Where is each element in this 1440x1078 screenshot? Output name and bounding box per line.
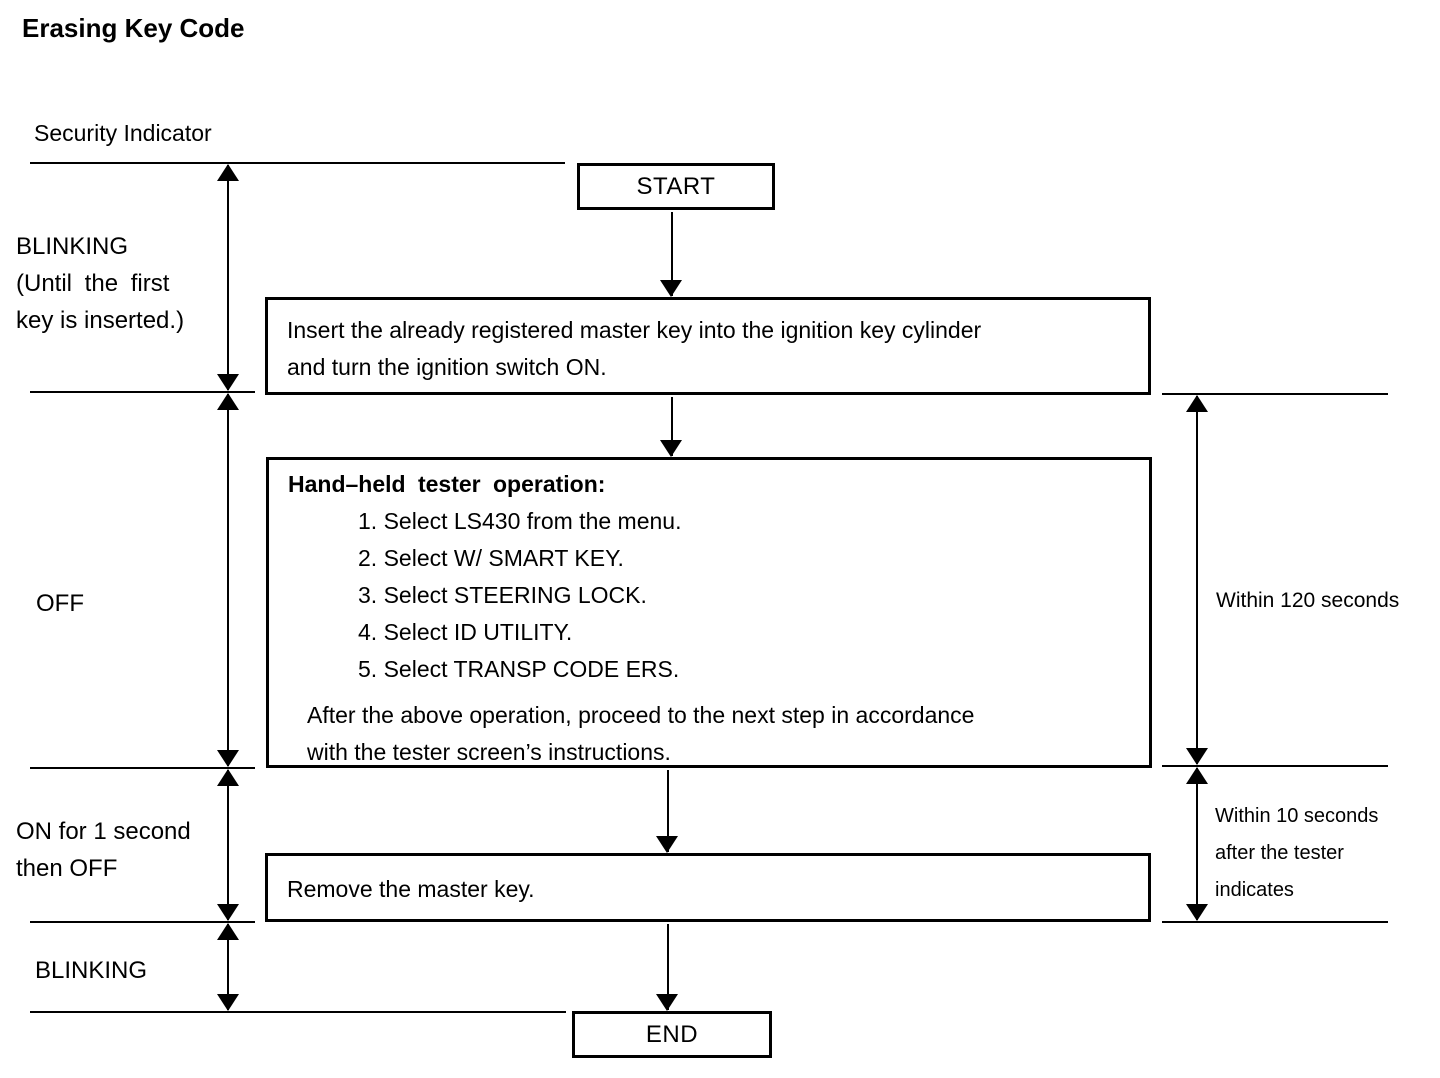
double-arrow-blinking-until-icon [217, 164, 239, 391]
timeline-rule-bottom [30, 1011, 566, 1013]
timeline-rule-2 [30, 391, 255, 393]
insert-key-step-box [265, 297, 1151, 395]
arrow-start-to-insert-icon [660, 212, 682, 297]
insert-key-step-line1: Insert the already registered master key… [287, 317, 982, 343]
tester-step-item-1: 1. Select LS430 from the menu. [358, 508, 682, 534]
remove-key-step-box [265, 853, 1151, 922]
tester-step-item-5: 5. Select TRANSP CODE ERS. [358, 656, 680, 682]
label-within-10-seconds-line3: indicates [1215, 879, 1294, 901]
timeline-rule-3 [30, 767, 255, 769]
arrow-remove-to-end-icon [656, 924, 678, 1011]
remove-key-step-text: Remove the master key. [287, 876, 535, 902]
label-blinking-until-line1: BLINKING [16, 233, 129, 260]
insert-key-step-line2: and turn the ignition switch ON. [287, 354, 607, 380]
label-within-10-seconds-line2: after the tester [1215, 842, 1344, 864]
label-blinking-until: BLINKING (Until the first key is inserte… [16, 228, 184, 339]
label-blinking-until-line2: (Until the first [16, 270, 170, 297]
tester-step-heading: Hand–held tester operation: [288, 471, 606, 497]
double-arrow-within-120s-icon [1186, 395, 1208, 765]
double-arrow-off-icon [217, 393, 239, 767]
page-title: Erasing Key Code [22, 13, 245, 43]
label-on-then-off-line2: then OFF [16, 855, 118, 882]
start-node: START [577, 163, 775, 210]
arrow-tester-to-remove-icon [656, 770, 678, 853]
timeline-rule-top [30, 162, 565, 164]
double-arrow-blinking-icon [217, 923, 239, 1011]
double-arrow-on-then-off-icon [217, 769, 239, 921]
timing-rule-3 [1162, 921, 1388, 923]
double-arrow-within-10s-icon [1186, 767, 1208, 921]
tester-step-item-2: 2. Select W/ SMART KEY. [358, 545, 624, 571]
tester-step-footer: After the above operation, proceed to th… [307, 697, 974, 771]
label-within-120-seconds: Within 120 seconds [1216, 589, 1400, 612]
label-within-10-seconds-line1: Within 10 seconds [1215, 805, 1379, 827]
security-indicator-label: Security Indicator [34, 120, 212, 146]
timeline-rule-4 [30, 921, 255, 923]
tester-step-footer-line2: with the tester screen’s instructions. [307, 739, 671, 765]
label-blinking-until-line3: key is inserted.) [16, 307, 185, 334]
label-on-then-off: ON for 1 second then OFF [16, 813, 191, 887]
tester-step-footer-line1: After the above operation, proceed to th… [307, 702, 975, 728]
label-within-10-seconds: Within 10 seconds after the tester indic… [1215, 798, 1378, 909]
tester-step-box [266, 457, 1152, 768]
end-node: END [572, 1011, 772, 1058]
tester-step-item-3: 3. Select STEERING LOCK. [358, 582, 647, 608]
tester-step-item-4: 4. Select ID UTILITY. [358, 619, 573, 645]
label-off: OFF [36, 590, 84, 617]
label-on-then-off-line1: ON for 1 second [16, 818, 191, 845]
insert-key-step-text: Insert the already registered master key… [287, 312, 981, 386]
label-blinking: BLINKING [35, 957, 148, 984]
timing-rule-1 [1162, 393, 1388, 395]
arrow-insert-to-tester-icon [660, 397, 682, 457]
timing-rule-2 [1162, 765, 1388, 767]
